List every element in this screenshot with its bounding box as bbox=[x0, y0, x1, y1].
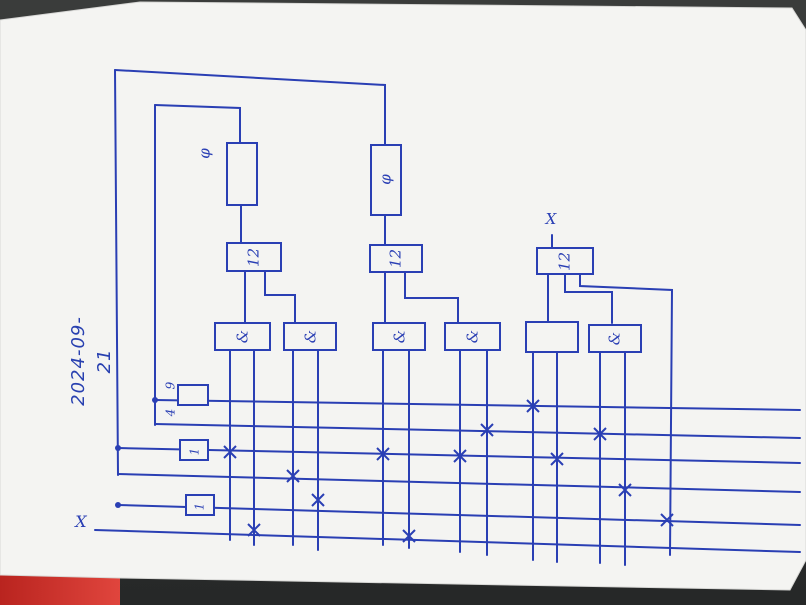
element-box-left bbox=[226, 142, 258, 206]
latch-box-1 bbox=[214, 322, 271, 351]
junction-dots bbox=[115, 397, 158, 508]
small-gate-top bbox=[177, 384, 209, 406]
date-label: 2024-09-21 bbox=[68, 316, 115, 406]
latch-box-4 bbox=[444, 322, 501, 351]
latch-box-2 bbox=[283, 322, 337, 351]
circuit-wiring bbox=[94, 69, 801, 566]
connection-marks bbox=[223, 399, 674, 543]
element-box-mid bbox=[370, 144, 402, 216]
paper bbox=[0, 1, 806, 591]
counter-box-mid bbox=[369, 244, 423, 273]
small-gate-low bbox=[185, 494, 215, 516]
latch-box-3 bbox=[372, 322, 426, 351]
latch-box-6 bbox=[588, 324, 642, 353]
circuit-blocks bbox=[177, 142, 642, 516]
latch-box-5 bbox=[525, 321, 579, 353]
counter-box-right bbox=[536, 247, 594, 275]
counter-box-left bbox=[226, 242, 282, 272]
small-gate-mid bbox=[179, 439, 209, 461]
